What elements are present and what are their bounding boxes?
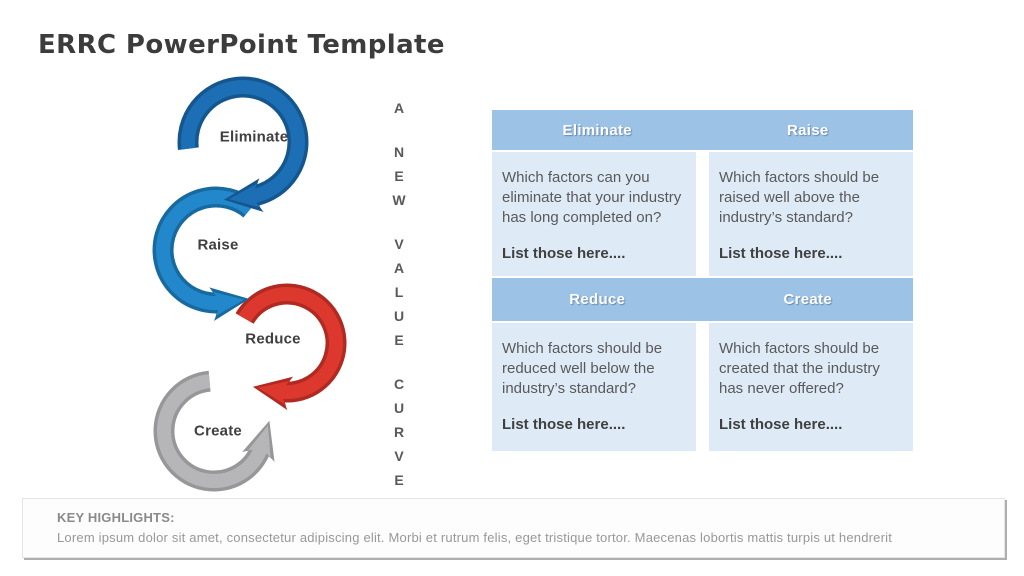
question-text: Which factors should be raised well abov… xyxy=(719,169,880,226)
table-header-row: Eliminate Raise xyxy=(492,110,913,150)
table-body-row: Which factors should be reduced well bel… xyxy=(492,323,913,451)
arrow-reduce xyxy=(235,283,347,411)
step-label-reduce: Reduce xyxy=(245,330,301,348)
arrow-raise xyxy=(152,186,257,321)
table-header-eliminate: Eliminate xyxy=(562,121,632,139)
step-label-raise: Raise xyxy=(197,236,239,254)
step-label-create: Create xyxy=(194,422,242,440)
step-label-eliminate: Eliminate xyxy=(219,128,289,146)
vertical-caption-word: CURVE xyxy=(391,376,407,496)
list-cta: List those here.... xyxy=(502,416,626,434)
vertical-caption-word: NEW xyxy=(391,144,407,216)
question-text: Which factors can you eliminate that you… xyxy=(502,169,682,226)
table-header-reduce: Reduce xyxy=(569,291,626,308)
key-highlights-box: KEY HIGHLIGHTS: Lorem ipsum dolor sit am… xyxy=(22,498,1005,558)
list-cta: List those here.... xyxy=(719,416,843,434)
arrow-create xyxy=(153,370,275,492)
errc-table: Eliminate Raise Which factors can you el… xyxy=(492,110,913,453)
question-text: Which factors should be created that the… xyxy=(719,340,880,397)
vertical-caption: A NEW VALUE CURVE xyxy=(388,100,410,516)
list-cta: List those here.... xyxy=(502,245,626,263)
table-body-row: Which factors can you eliminate that you… xyxy=(492,152,913,276)
vertical-caption-word: A xyxy=(391,100,407,124)
arrow-eliminate xyxy=(177,76,309,212)
table-cell-create: Which factors should be created that the… xyxy=(709,323,913,451)
key-highlights-text: Lorem ipsum dolor sit amet, consectetur … xyxy=(57,530,893,545)
table-cell-raise: Which factors should be raised well abov… xyxy=(709,152,913,276)
table-cell-reduce: Which factors should be reduced well bel… xyxy=(492,323,696,451)
vertical-caption-word: VALUE xyxy=(391,236,407,356)
table-header-create: Create xyxy=(783,291,832,308)
table-cell-eliminate: Which factors can you eliminate that you… xyxy=(492,152,696,276)
table-header-raise: Raise xyxy=(786,121,829,139)
key-highlights-heading: KEY HIGHLIGHTS: xyxy=(57,510,175,525)
table-header-row: Reduce Create xyxy=(492,278,913,321)
list-cta: List those here.... xyxy=(719,245,843,263)
slide-title: ERRC PowerPoint Template xyxy=(38,30,445,60)
question-text: Which factors should be reduced well bel… xyxy=(502,340,663,397)
